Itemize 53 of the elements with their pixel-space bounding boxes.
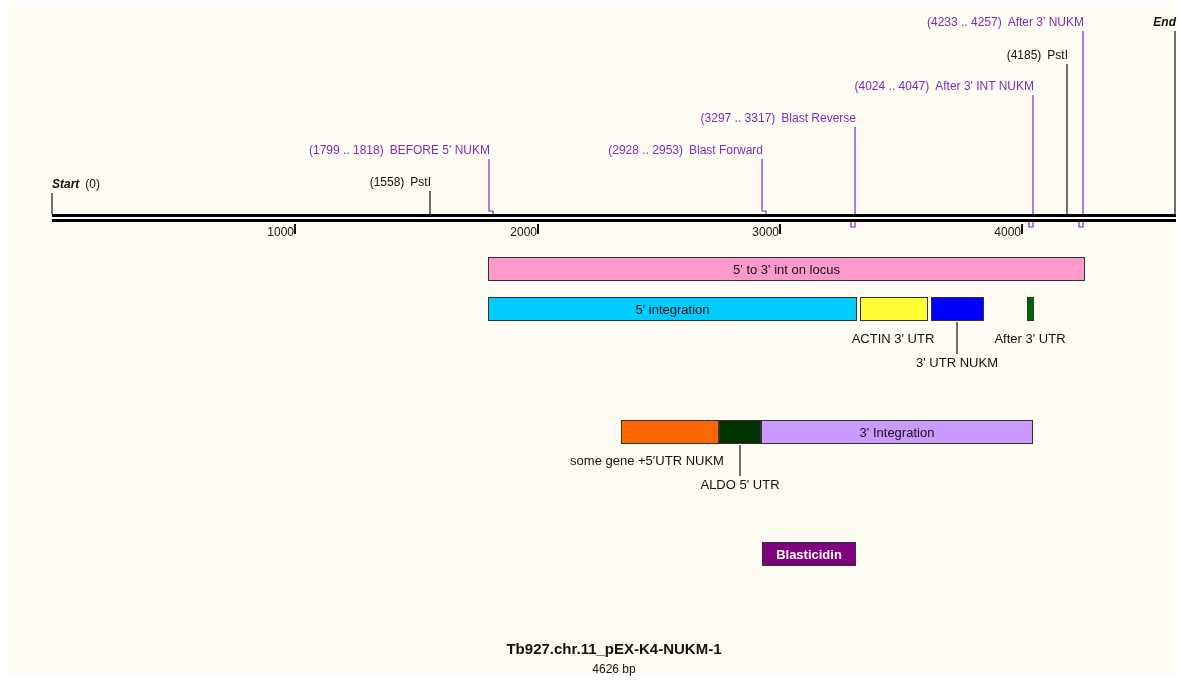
leader-line (739, 444, 741, 477)
feature-bar (621, 420, 719, 444)
feature-bar (488, 297, 857, 321)
sequence-backbone (52, 214, 1176, 222)
leader-line (1078, 30, 1084, 228)
leader-line (1028, 94, 1034, 228)
leader-line (51, 192, 53, 215)
position-label: (1799 .. 1818) (308, 143, 384, 157)
position-label: (2928 .. 2953) (608, 143, 683, 157)
feature-name: PstI (410, 175, 431, 189)
bar-label: 5' to 3' int on locus (733, 261, 840, 277)
feature-label: 3' UTR NUKM (916, 355, 998, 370)
feature-bar (719, 420, 761, 444)
feature-name: After 3' NUKM (1007, 15, 1084, 29)
feature-bar (931, 297, 984, 321)
bar-label: Blasticidin (776, 546, 842, 562)
feature-name: PstI (1047, 48, 1068, 62)
bar-label: 3' Integration (859, 424, 935, 440)
feature-bar (762, 542, 856, 566)
feature-name: Blast Reverse (781, 111, 856, 125)
leader-line (761, 158, 767, 215)
feature-name: BEFORE 5' NUKM (389, 143, 490, 157)
leader-line (1066, 63, 1068, 215)
feature-bar (488, 257, 1085, 281)
tick-label: 4000 (994, 225, 1021, 239)
tick-label: 3000 (752, 225, 779, 239)
feature-name: Blast Forward (688, 143, 763, 157)
feature-bar (1027, 297, 1034, 321)
sequence-length: 4626 bp (592, 662, 636, 676)
tick-label: 2000 (510, 225, 537, 239)
feature-bar (860, 297, 928, 321)
leader-line (1174, 30, 1176, 215)
feature-label: ACTIN 3' UTR (851, 331, 935, 346)
feature-label: some gene +5'UTR NUKM (570, 453, 724, 468)
map-title: Tb927.chr.11_pEX-K4-NUKM-1 (506, 640, 722, 657)
feature-bar (761, 420, 1033, 444)
position-label: (3297 .. 3317) (700, 111, 776, 125)
leader-line (429, 190, 431, 215)
end-label: End (1153, 15, 1176, 29)
end-label: (0) (85, 177, 100, 191)
position-label: (4185) (1006, 48, 1042, 62)
leader-line (956, 321, 958, 355)
position-label: (4024 .. 4047) (854, 79, 930, 93)
end-label: Start (52, 177, 80, 191)
position-label: (1558) (369, 175, 405, 189)
leader-line (488, 158, 494, 215)
position-label: (4233 .. 4257) (926, 15, 1002, 29)
leader-line (850, 126, 856, 228)
feature-label: ALDO 5' UTR (700, 477, 780, 492)
feature-name: After 3' INT NUKM (935, 79, 1034, 93)
bar-label: 5' integration (635, 301, 710, 317)
feature-label: After 3' UTR (994, 331, 1066, 346)
tick-label: 1000 (267, 225, 294, 239)
